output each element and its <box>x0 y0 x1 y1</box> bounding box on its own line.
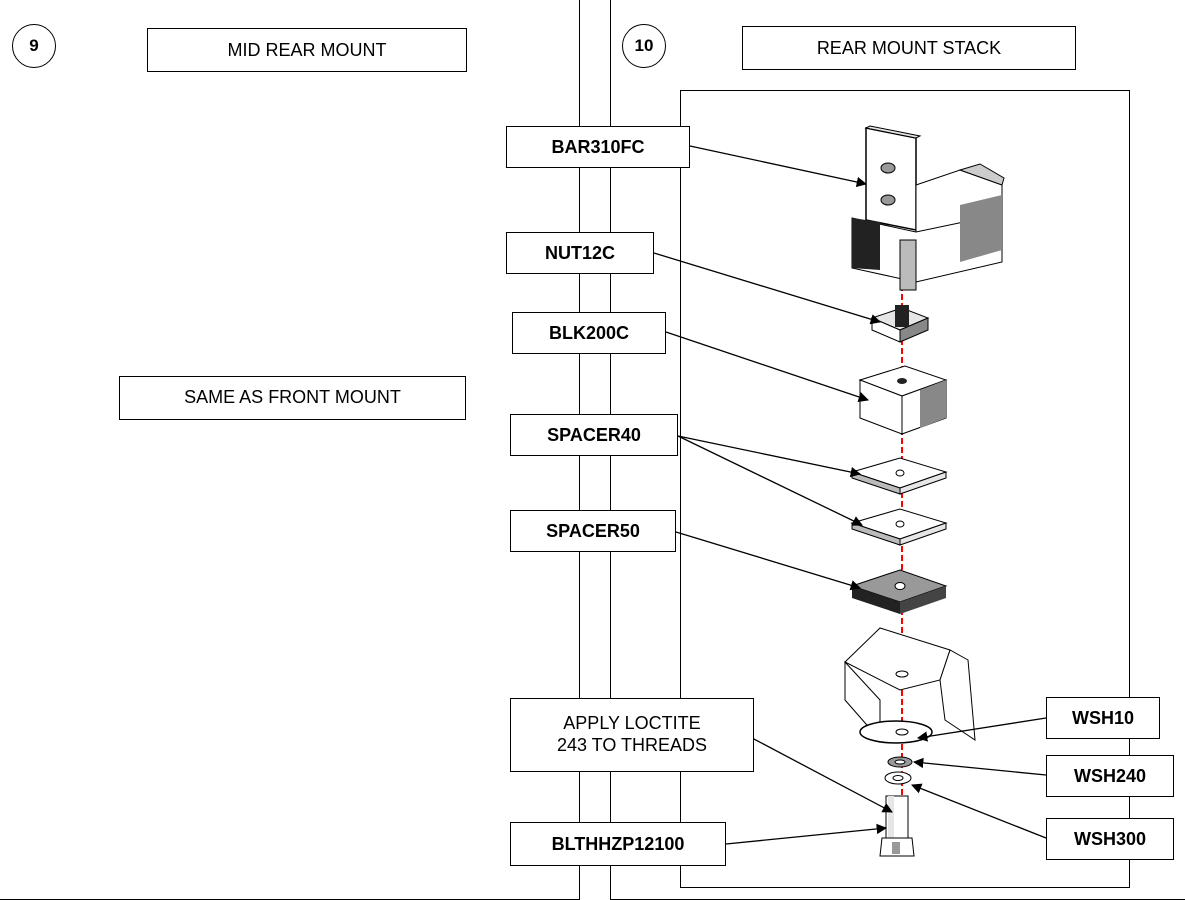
step-10-loctite-note: APPLY LOCTITE 243 TO THREADS <box>510 698 754 772</box>
step-9-title: MID REAR MOUNT <box>147 28 467 72</box>
label-nut12c: NUT12C <box>506 232 654 274</box>
label-wsh300: WSH300 <box>1046 818 1174 860</box>
step-9-note: SAME AS FRONT MOUNT <box>119 376 466 420</box>
step-9-number: 9 <box>12 24 56 68</box>
label-bar310fc: BAR310FC <box>506 126 690 168</box>
label-wsh10: WSH10 <box>1046 697 1160 739</box>
label-blk200c: BLK200C <box>512 312 666 354</box>
label-spacer40: SPACER40 <box>510 414 678 456</box>
label-blthhzp12100: BLTHHZP12100 <box>510 822 726 866</box>
step-10-title: REAR MOUNT STACK <box>742 26 1076 70</box>
step-10-number: 10 <box>622 24 666 68</box>
label-wsh240: WSH240 <box>1046 755 1174 797</box>
label-spacer50: SPACER50 <box>510 510 676 552</box>
step-9-panel <box>0 0 580 900</box>
